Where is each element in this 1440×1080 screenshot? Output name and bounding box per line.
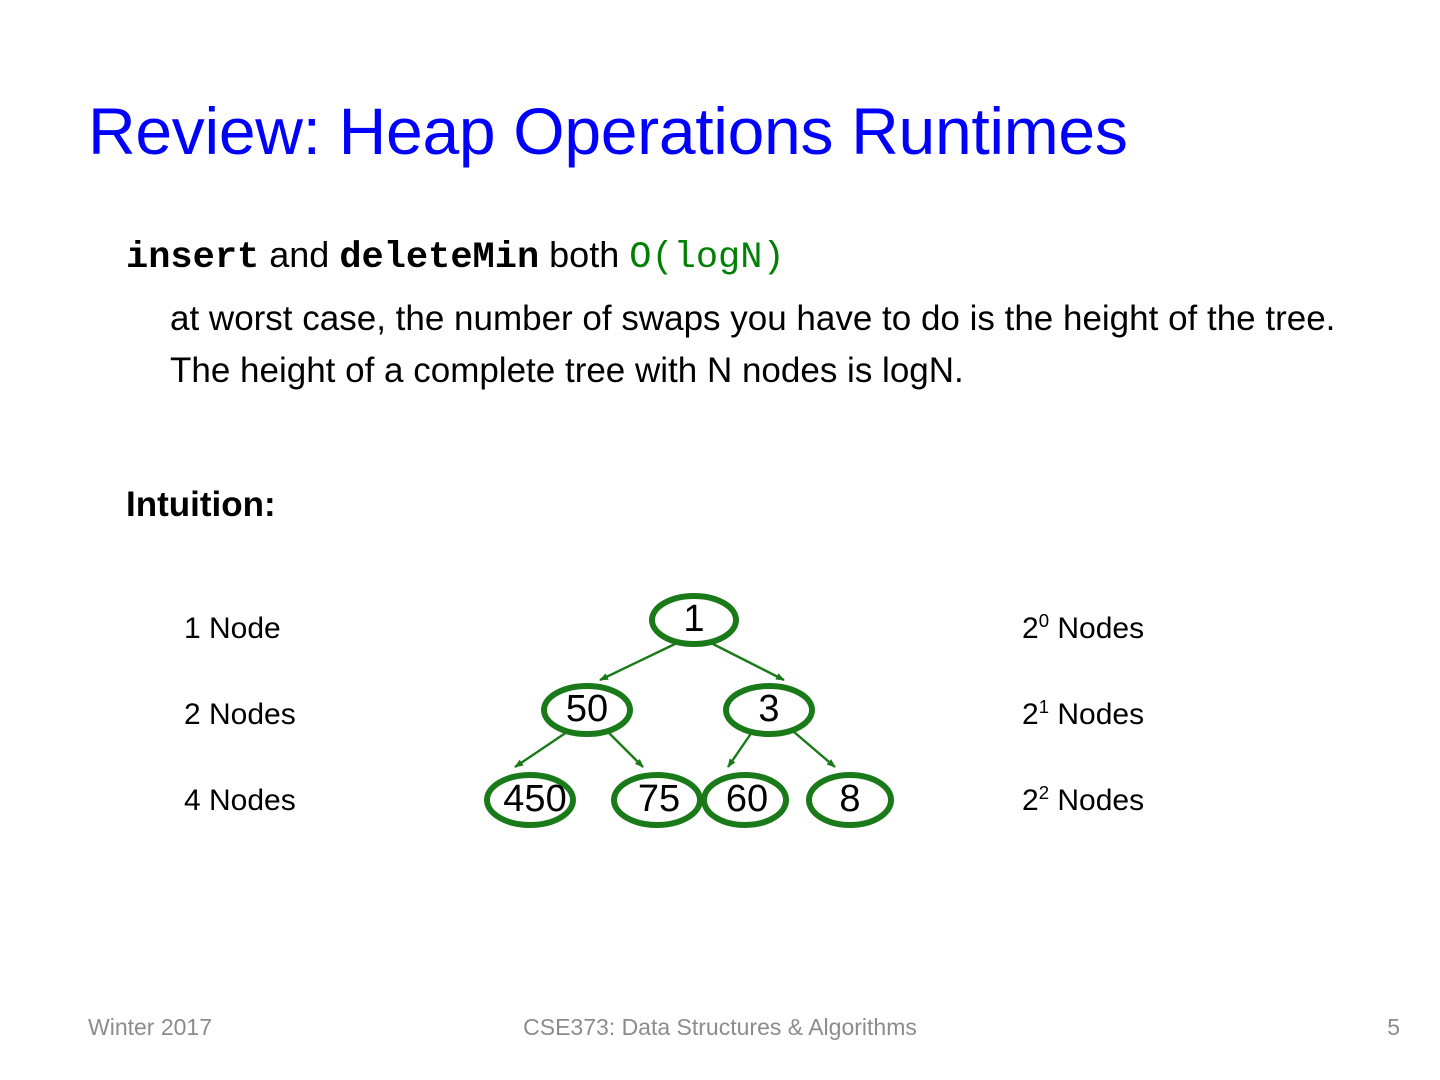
- edge-root-to-right: [710, 641, 785, 682]
- tree-node-level2-left: 50: [541, 683, 633, 737]
- insert-operation-label: insert: [126, 237, 260, 279]
- page-title: Review: Heap Operations Runtimes: [88, 94, 1128, 168]
- left-label-level-3: 4 Nodes: [184, 784, 296, 817]
- right-label-level-1: 20 Nodes: [1022, 610, 1145, 646]
- tree-node-leaf-3: 60: [701, 772, 789, 828]
- power-suffix: Nodes: [1049, 698, 1145, 731]
- tree-node-label: 3: [758, 688, 779, 730]
- power-exponent: 0: [1038, 610, 1050, 631]
- tree-node-root: 1: [649, 593, 739, 647]
- tree-node-label: 1: [683, 598, 704, 640]
- tree-node-label: 8: [839, 778, 860, 820]
- footer-course: CSE373: Data Structures & Algorithms: [523, 1014, 917, 1040]
- body-content: insert and deleteMin both O(logN) at wor…: [126, 232, 1356, 397]
- edge-left-to-leaf-1: [514, 731, 568, 768]
- power-base: 2: [1022, 698, 1039, 731]
- edge-right-to-leaf-2: [793, 731, 836, 768]
- edge-root-to-left: [599, 641, 678, 682]
- footer-page-number: 5: [1387, 1014, 1400, 1040]
- edge-left-to-leaf-2: [607, 731, 644, 768]
- left-label-level-1: 1 Node: [184, 612, 281, 645]
- tree-node-level2-right: 3: [723, 683, 815, 737]
- left-label-level-2: 2 Nodes: [184, 698, 296, 731]
- slide-footer: Winter 2017 CSE373: Data Structures & Al…: [0, 1014, 1440, 1054]
- power-base: 2: [1022, 784, 1039, 817]
- both-label: both: [539, 234, 630, 275]
- complexity-label: O(logN): [629, 237, 785, 279]
- power-suffix: Nodes: [1049, 784, 1145, 817]
- operations-runtime-line: insert and deleteMin both O(logN): [126, 232, 1356, 281]
- tree-node-leaf-4: 8: [806, 772, 894, 828]
- tree-node-label: 50: [566, 688, 608, 730]
- power-exponent: 1: [1038, 696, 1050, 717]
- power-suffix: Nodes: [1049, 612, 1145, 645]
- tree-node-leaf-1: 450: [484, 772, 576, 828]
- right-label-level-3: 22 Nodes: [1022, 782, 1145, 818]
- tree-node-leaf-2: 75: [611, 772, 703, 828]
- tree-node-label: 75: [638, 778, 680, 820]
- deletemin-operation-label: deleteMin: [339, 237, 540, 279]
- explanation-paragraph: at worst case, the number of swaps you h…: [170, 299, 1336, 390]
- intuition-heading: Intuition:: [126, 485, 276, 524]
- tree-node-label: 450: [503, 778, 566, 820]
- heap-tree-diagram: 1 Node 2 Nodes 4 Nodes 20 Nodes 21 Nodes…: [0, 560, 1440, 860]
- power-exponent: 2: [1038, 782, 1050, 803]
- binary-heap-tree: 1 50 3 450 75 60: [484, 593, 894, 828]
- footer-term: Winter 2017: [88, 1014, 213, 1040]
- right-label-level-2: 21 Nodes: [1022, 696, 1145, 732]
- power-base: 2: [1022, 612, 1039, 645]
- edge-right-to-leaf-1: [727, 731, 753, 768]
- tree-node-label: 60: [726, 778, 768, 820]
- conjunction-and-label: and: [259, 234, 340, 275]
